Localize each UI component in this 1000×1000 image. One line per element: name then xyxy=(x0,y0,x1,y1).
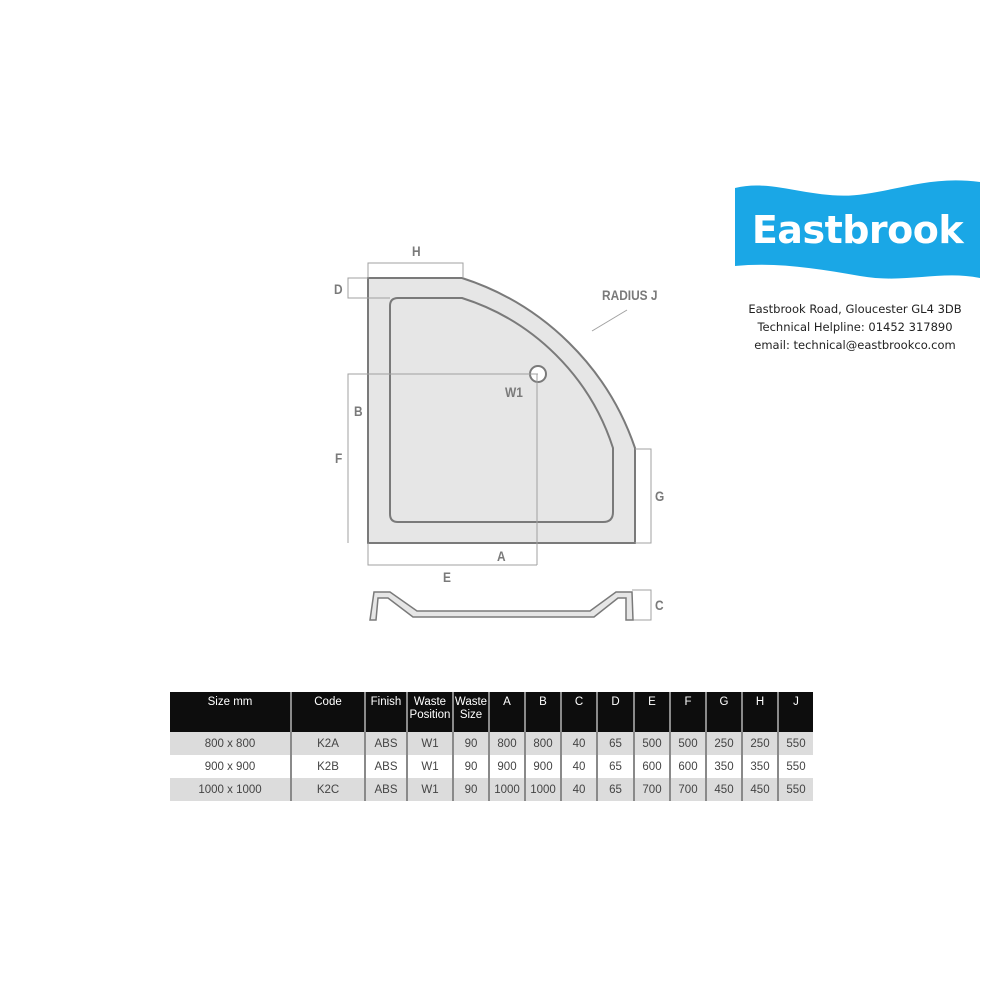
dim-label-e: E xyxy=(443,569,451,585)
table-row: 800 x 800 K2A ABS W1 90 800 800 40 65 50… xyxy=(170,732,813,755)
cell-code: K2A xyxy=(291,732,366,755)
dim-label-h: H xyxy=(412,243,421,259)
cell-g: 450 xyxy=(706,778,743,801)
logo-text: Eastbrook xyxy=(751,208,964,252)
cell-c: 40 xyxy=(561,778,598,801)
col-header-size: Size mm xyxy=(170,692,292,732)
col-header-e: E xyxy=(634,692,671,732)
cell-waste-size: 90 xyxy=(453,778,490,801)
cell-code: K2C xyxy=(291,778,366,801)
eastbrook-logo: Eastbrook xyxy=(735,180,980,285)
cell-c: 40 xyxy=(561,732,598,755)
cell-size: 1000 x 1000 xyxy=(170,778,292,801)
cell-c: 40 xyxy=(561,755,598,778)
col-header-d: D xyxy=(597,692,635,732)
cell-e: 700 xyxy=(634,778,671,801)
cell-waste-position: W1 xyxy=(407,778,454,801)
address-text: Eastbrook Road, Gloucester GL4 3DB xyxy=(748,302,962,316)
dim-label-c: C xyxy=(655,597,664,613)
cell-h: 250 xyxy=(742,732,779,755)
cell-waste-size: 90 xyxy=(453,755,490,778)
radius-label: RADIUS J xyxy=(602,287,658,303)
cell-waste-size: 90 xyxy=(453,732,490,755)
col-header-h: H xyxy=(742,692,779,732)
cell-h: 350 xyxy=(742,755,779,778)
cell-size: 800 x 800 xyxy=(170,732,292,755)
col-header-finish: Finish xyxy=(365,692,408,732)
cell-j: 550 xyxy=(778,732,813,755)
cell-finish: ABS xyxy=(365,732,408,755)
cell-b: 900 xyxy=(525,755,562,778)
cell-d: 65 xyxy=(597,755,635,778)
cell-f: 700 xyxy=(670,778,707,801)
col-header-a: A xyxy=(489,692,526,732)
waste-label-w1: W1 xyxy=(505,384,523,400)
col-header-code: Code xyxy=(291,692,366,732)
shower-tray-diagram xyxy=(347,262,652,621)
cell-a: 1000 xyxy=(489,778,526,801)
dim-label-d: D xyxy=(334,281,343,297)
cell-d: 65 xyxy=(597,778,635,801)
cell-b: 800 xyxy=(525,732,562,755)
cell-g: 250 xyxy=(706,732,743,755)
logo-wave-icon xyxy=(735,180,980,279)
cell-waste-position: W1 xyxy=(407,755,454,778)
cell-f: 500 xyxy=(670,732,707,755)
cell-a: 800 xyxy=(489,732,526,755)
helpline-text: Technical Helpline: 01452 317890 xyxy=(757,320,953,334)
cell-h: 450 xyxy=(742,778,779,801)
dim-label-f: F xyxy=(335,450,343,466)
cell-e: 600 xyxy=(634,755,671,778)
cell-d: 65 xyxy=(597,732,635,755)
col-header-b: B xyxy=(525,692,562,732)
cell-finish: ABS xyxy=(365,755,408,778)
cell-b: 1000 xyxy=(525,778,562,801)
dim-label-b: B xyxy=(354,403,363,419)
table-row: 1000 x 1000 K2C ABS W1 90 1000 1000 40 6… xyxy=(170,778,813,801)
col-header-c: C xyxy=(561,692,598,732)
col-header-f: F xyxy=(670,692,707,732)
cell-j: 550 xyxy=(778,778,813,801)
cell-waste-position: W1 xyxy=(407,732,454,755)
email-link[interactable]: email: technical@eastbrookco.com xyxy=(754,338,956,352)
cell-e: 500 xyxy=(634,732,671,755)
cell-size: 900 x 900 xyxy=(170,755,292,778)
cell-code: K2B xyxy=(291,755,366,778)
cell-f: 600 xyxy=(670,755,707,778)
col-header-g: G xyxy=(706,692,743,732)
col-header-j: J xyxy=(778,692,813,732)
cell-g: 350 xyxy=(706,755,743,778)
cell-a: 900 xyxy=(489,755,526,778)
dim-label-a: A xyxy=(497,548,506,564)
dim-label-g: G xyxy=(655,488,665,504)
cell-j: 550 xyxy=(778,755,813,778)
table-row: 900 x 900 K2B ABS W1 90 900 900 40 65 60… xyxy=(170,755,813,778)
cell-finish: ABS xyxy=(365,778,408,801)
